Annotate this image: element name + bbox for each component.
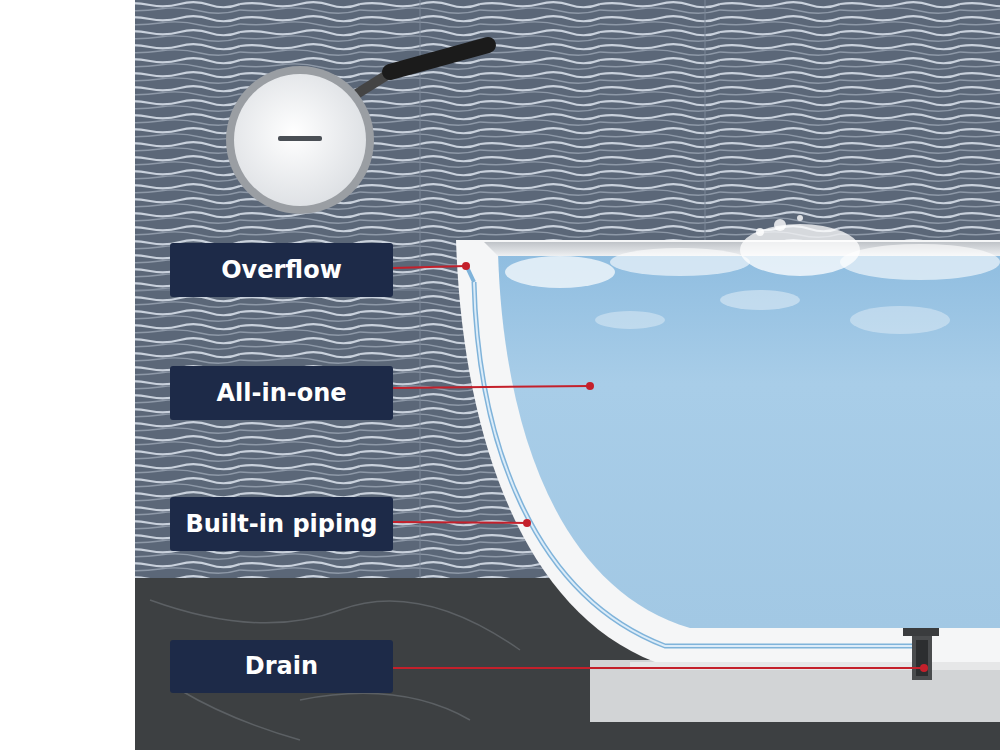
tub-base [590, 660, 1000, 722]
built-in-pipe [474, 282, 915, 658]
label-text: Overflow [221, 257, 342, 283]
label-box: All-in-one [170, 366, 393, 420]
leader-line [393, 266, 466, 268]
built-in-pipe [474, 282, 915, 658]
tub-shell [456, 240, 1000, 662]
leader-dot [920, 664, 928, 672]
label-text: All-in-one [216, 380, 346, 406]
foam [505, 215, 1000, 334]
overflow-slot [278, 136, 322, 141]
leader-lines [393, 262, 928, 672]
leader-dot [462, 262, 470, 270]
drain-fitting [903, 628, 939, 680]
magnifier [226, 45, 488, 214]
label-text: Built-in piping [185, 511, 377, 537]
label-box: Drain [170, 640, 393, 693]
leader-dot [586, 382, 594, 390]
leader-dot [523, 519, 531, 527]
tile-joint [420, 0, 421, 578]
label-box: Built-in piping [170, 497, 393, 551]
margin [0, 0, 135, 750]
water [498, 252, 1000, 628]
leader-line [393, 667, 924, 669]
leader-line [393, 522, 527, 523]
label-box: Overflow [170, 243, 393, 297]
label-text: Drain [245, 653, 318, 679]
marble-vein [150, 600, 520, 740]
leader-line [393, 386, 590, 388]
